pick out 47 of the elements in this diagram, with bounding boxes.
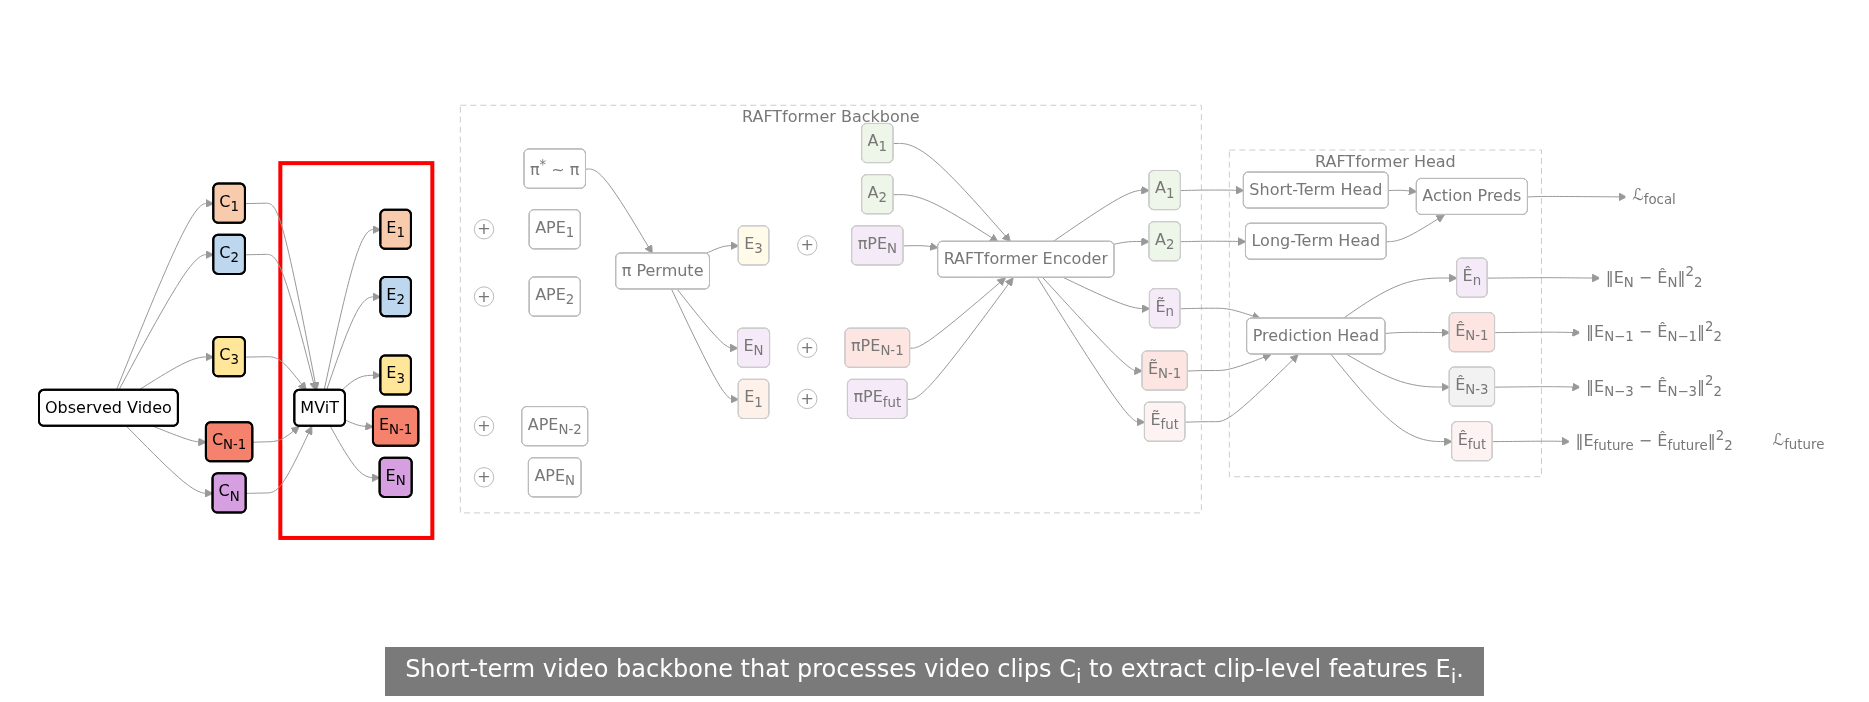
- arrow: [1113, 237, 1150, 246]
- arrow: [705, 241, 739, 255]
- arrow: [244, 202, 320, 391]
- node-text: ℒ$_{future}$: [1772, 429, 1825, 452]
- node-circle: +: [796, 235, 818, 256]
- arrow: [585, 168, 653, 254]
- arrow: [1494, 328, 1581, 337]
- node-circle: +: [473, 467, 495, 488]
- arrow: [245, 425, 313, 494]
- arrow: [1487, 273, 1601, 283]
- arrow: [1052, 185, 1150, 243]
- node-circle: +: [473, 286, 495, 307]
- arrow: [1388, 186, 1418, 196]
- arrow: [244, 253, 318, 391]
- arrow: [115, 199, 214, 391]
- arrow: [1180, 237, 1247, 246]
- arrow: [1063, 277, 1151, 313]
- arrow: [907, 277, 1014, 400]
- arrow: [1342, 273, 1458, 319]
- arrow: [118, 250, 214, 391]
- arrow: [1184, 354, 1299, 423]
- node-circle: +: [796, 337, 818, 358]
- arrow: [1187, 353, 1272, 372]
- node-circle: +: [796, 388, 818, 410]
- node-circle: +: [473, 219, 495, 240]
- arrow: [1384, 328, 1450, 337]
- arrow: [1346, 354, 1450, 392]
- arrow: [909, 277, 1006, 349]
- node-circle: +: [473, 415, 495, 437]
- arrow: [1494, 382, 1581, 392]
- arrow: [676, 288, 739, 353]
- arrow: [1180, 185, 1245, 195]
- arrow: [902, 242, 939, 251]
- arrow: [671, 288, 739, 404]
- arrow: [892, 194, 999, 243]
- arrow: [252, 425, 300, 443]
- arrow: [1042, 277, 1143, 376]
- node-text: ℒ$_{focal}$: [1632, 184, 1676, 208]
- arrow: [1527, 192, 1627, 202]
- cluster: [278, 161, 435, 540]
- arrow: [1330, 354, 1453, 446]
- arrow: [1386, 214, 1445, 243]
- arrow: [1036, 277, 1146, 427]
- caption: Short-term video backbone that processes video clips C$_{i}$ to extract clip-level features E$_{i}$.: [385, 647, 1484, 696]
- arrow: [892, 142, 1011, 243]
- arrow: [1491, 436, 1571, 446]
- arrow: [244, 356, 307, 391]
